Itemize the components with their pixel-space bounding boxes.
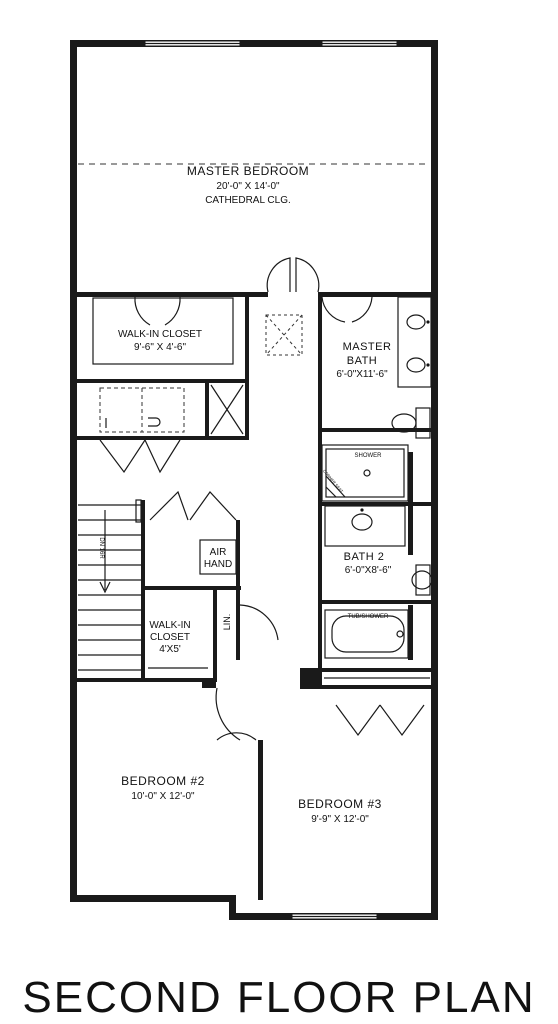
walk-in-closet-1-size: 9'-6" X 4'-6" (134, 342, 187, 353)
stairs (78, 499, 142, 671)
plan-title: SECOND FLOOR PLAN (22, 973, 535, 1022)
bedroom-2-name: BEDROOM #2 (121, 774, 205, 788)
doors (99, 257, 425, 741)
tub-label: TUB/SHOWER (348, 614, 389, 620)
interior-walls (70, 292, 438, 900)
attic-hatch-icon (265, 314, 303, 356)
air-handler-line1: AIR (210, 547, 227, 558)
chase-icon (210, 384, 244, 435)
stair-label: DN 16R (98, 537, 104, 559)
master-bath-fixtures (321, 296, 432, 502)
air-handler-line2: HAND (204, 559, 232, 570)
shower-label: SHOWER (355, 453, 383, 459)
master-bedroom-note: CATHEDRAL CLG. (205, 195, 291, 206)
bedroom-3-size: 9'-9" X 12'-0" (311, 814, 369, 825)
bath-2-name: BATH 2 (344, 551, 385, 563)
washer-dryer-icon (99, 387, 185, 433)
master-bedroom-size: 20'-0" X 14'-0" (216, 181, 280, 192)
walk-in-closet-2-size: 4'X5' (159, 644, 181, 655)
bedroom-2-size: 10'-0" X 12'-0" (131, 791, 195, 802)
walk-in-closet-2-line2: CLOSET (150, 632, 190, 643)
walk-in-closet-1-name: WALK-IN CLOSET (118, 329, 202, 340)
bath-2-fixtures (324, 505, 433, 659)
air-handler-box (199, 539, 237, 575)
linen-label: LIN. (222, 614, 232, 631)
master-bedroom-name: MASTER BEDROOM (187, 164, 309, 178)
bath-2-size: 6'-0"X8'-6" (345, 565, 392, 576)
bedroom-3-name: BEDROOM #3 (298, 797, 382, 811)
closet-shelf (92, 297, 234, 365)
walk-in-closet-2-line1: WALK-IN (149, 620, 190, 631)
master-bath-name-2: BATH (347, 355, 378, 367)
master-bath-name-1: MASTER (343, 341, 392, 353)
master-bath-size: 6'-0"X11'-6" (336, 369, 388, 380)
windows (144, 40, 398, 920)
